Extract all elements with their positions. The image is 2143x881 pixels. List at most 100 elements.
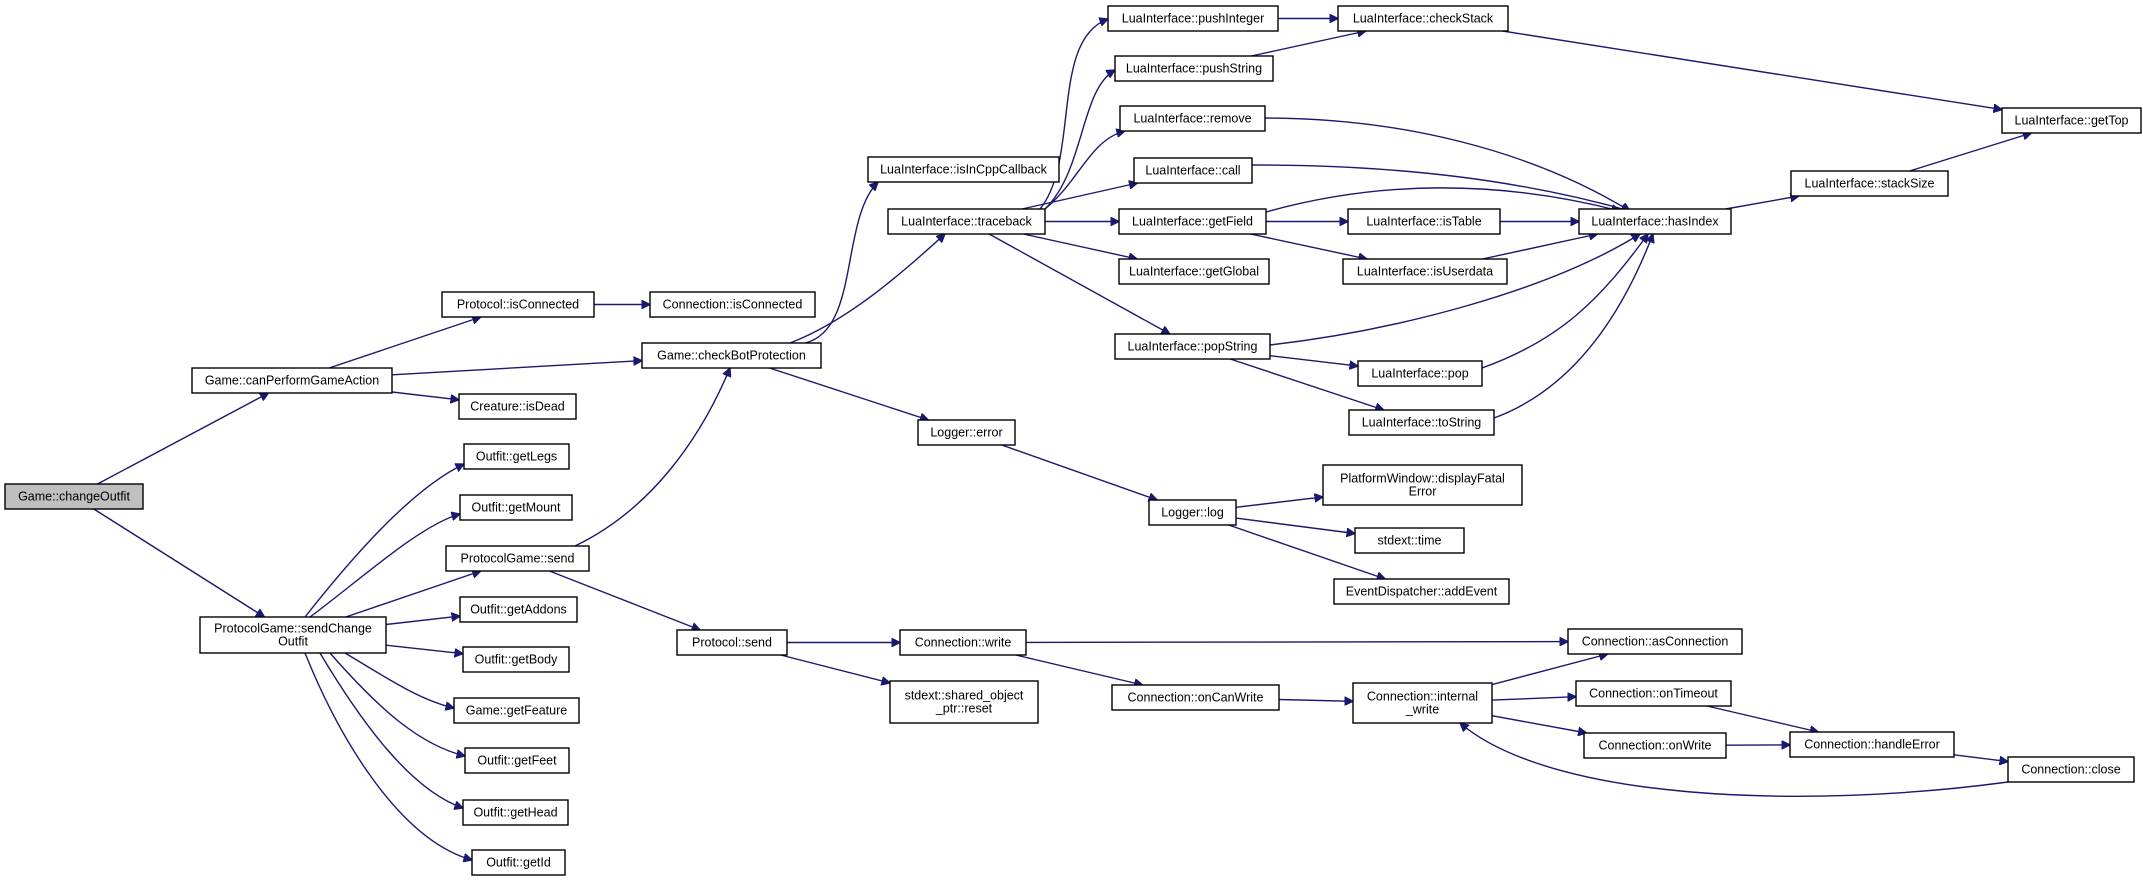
edge-logger-log-to-event-addevent [1228,524,1386,579]
node-label: ProtocolGame::sendChange [214,622,372,636]
node-conn-ontimeout[interactable]: Connection::onTimeout [1575,680,1732,707]
node-box [1790,170,1949,197]
node-conn-asconn[interactable]: Connection::asConnection [1567,628,1743,655]
node-lua-popstring[interactable]: LuaInterface::popString [1114,333,1271,360]
node-label: LuaInterface::stackSize [1805,177,1935,191]
edge-send-change-outfit-to-outfit-getid [304,652,472,860]
node-label: LuaInterface::isUserdata [1357,265,1493,279]
node-conn-close[interactable]: Connection::close [2007,756,2135,783]
node-conn-onwrite[interactable]: Connection::onWrite [1583,732,1727,759]
edge-send-change-outfit-to-outfit-gethead [319,652,463,808]
node-protogame-send[interactable]: ProtocolGame::send [445,545,590,572]
node-event-addevent[interactable]: EventDispatcher::addEvent [1333,578,1510,605]
node-box [917,419,1016,446]
node-lua-call[interactable]: LuaInterface::call [1133,157,1253,184]
node-lua-getglobal[interactable]: LuaInterface::getGlobal [1118,258,1270,285]
node-label: Connection::onCanWrite [1128,691,1264,705]
edge-conn-ontimeout-to-conn-handleerror [1706,705,1818,732]
node-label: LuaInterface::traceback [901,215,1032,229]
node-label: LuaInterface::isTable [1366,215,1481,229]
node-box [463,443,570,470]
node-box [1111,684,1280,711]
node-box [641,342,822,369]
node-box [1148,499,1237,526]
edge-lua-pop-to-lua-hasindex [1481,234,1648,369]
node-outfit-getfeet[interactable]: Outfit::getFeet [464,747,570,774]
node-box [1352,682,1493,724]
node-lua-hasindex[interactable]: LuaInterface::hasIndex [1578,208,1732,235]
edge-send-change-outfit-to-outfit-getmount [309,514,460,618]
edge-protogame-send-to-check-bot [574,368,730,547]
node-lua-remove[interactable]: LuaInterface::remove [1119,105,1266,132]
node-box [1578,208,1732,235]
node-box [676,629,788,656]
edge-check-bot-to-logger-error [769,367,929,420]
node-shared-reset[interactable]: stdext::shared_object_ptr::reset [889,680,1039,724]
node-lua-tostring[interactable]: LuaInterface::toString [1348,409,1495,436]
edge-lua-remove-to-lua-hasindex [1264,117,1630,211]
node-lua-isuserdata[interactable]: LuaInterface::isUserdata [1342,258,1508,285]
node-label: Connection::write [915,636,1012,650]
edge-protogame-send-to-protocol-send [549,570,700,630]
node-logger-log[interactable]: Logger::log [1148,499,1237,526]
node-outfit-gethead[interactable]: Outfit::getHead [462,799,569,826]
node-lua-checkstack[interactable]: LuaInterface::checkStack [1337,5,1509,32]
node-label: stdext::shared_object [905,689,1024,703]
node-box [1348,409,1495,436]
node-lua-traceback[interactable]: LuaInterface::traceback [887,208,1046,235]
edge-send-change-outfit-to-outfit-getbody [385,644,463,654]
node-label: Logger::log [1161,506,1224,520]
node-label: Outfit::getAddons [470,603,567,617]
edge-conn-write-to-conn-asconn [1025,642,1568,643]
node-label: _ptr::reset [935,702,993,716]
node-label: PlatformWindow::displayFatal [1340,472,1505,486]
node-lua-pushinteger[interactable]: LuaInterface::pushInteger [1107,5,1279,32]
node-conn-handleerror[interactable]: Connection::handleError [1789,731,1955,758]
node-conn-write[interactable]: Connection::write [899,629,1027,656]
node-lua-getfield[interactable]: LuaInterface::getField [1118,208,1267,235]
node-lua-pushstring[interactable]: LuaInterface::pushString [1114,55,1274,82]
node-outfit-getbody[interactable]: Outfit::getBody [462,646,570,673]
node-logger-error[interactable]: Logger::error [917,419,1016,446]
edge-conn-oncanwrite-to-conn-internalwrite [1278,700,1353,702]
node-outfit-getid[interactable]: Outfit::getId [471,849,566,876]
node-lua-stacksize[interactable]: LuaInterface::stackSize [1790,170,1949,197]
node-proto-isconn[interactable]: Protocol::isConnected [441,291,595,318]
node-box [1322,464,1523,506]
node-game-getfeature[interactable]: Game::getFeature [453,697,580,724]
node-label: LuaInterface::popString [1128,340,1258,354]
node-box [1789,731,1955,758]
node-label: Outfit::getId [486,856,551,870]
edge-lua-traceback-to-lua-getglobal [1023,233,1137,259]
node-stdext-time[interactable]: stdext::time [1354,527,1465,554]
node-conn-oncanwrite[interactable]: Connection::onCanWrite [1111,684,1280,711]
node-check-bot[interactable]: Game::checkBotProtection [641,342,822,369]
node-lua-isincpp[interactable]: LuaInterface::isInCppCallback [867,156,1060,183]
node-label: Error [1409,485,1437,499]
node-outfit-getlegs[interactable]: Outfit::getLegs [463,443,570,470]
node-change-outfit[interactable]: Game::changeOutfit [4,483,144,510]
node-box [1337,5,1509,32]
node-can-perform[interactable]: Game::canPerformGameAction [191,367,393,394]
node-outfit-getaddons[interactable]: Outfit::getAddons [459,596,578,623]
node-box [1583,732,1727,759]
node-conn-internalwrite[interactable]: Connection::internal_write [1352,682,1493,724]
edge-send-change-outfit-to-outfit-getaddons [385,616,460,626]
node-protocol-send[interactable]: Protocol::send [676,629,788,656]
edge-lua-pushstring-to-lua-checkstack [1251,31,1366,57]
node-box [1567,628,1743,655]
node-label: Game::canPerformGameAction [205,374,379,388]
node-lua-istable[interactable]: LuaInterface::isTable [1347,208,1501,235]
node-conn-isconn[interactable]: Connection::isConnected [649,291,816,318]
node-label: Connection::isConnected [663,298,803,312]
edge-lua-traceback-to-lua-popstring [988,233,1170,334]
edge-lua-checkstack-to-lua-gettop [1502,30,2003,110]
node-outfit-getmount[interactable]: Outfit::getMount [459,494,573,521]
node-lua-gettop[interactable]: LuaInterface::getTop [2001,107,2142,134]
edge-check-bot-to-lua-traceback [789,234,945,344]
node-lua-pop[interactable]: LuaInterface::pop [1357,360,1483,387]
node-creature-isdead[interactable]: Creature::isDead [458,393,577,420]
node-label: Outfit::getFeet [477,754,557,768]
